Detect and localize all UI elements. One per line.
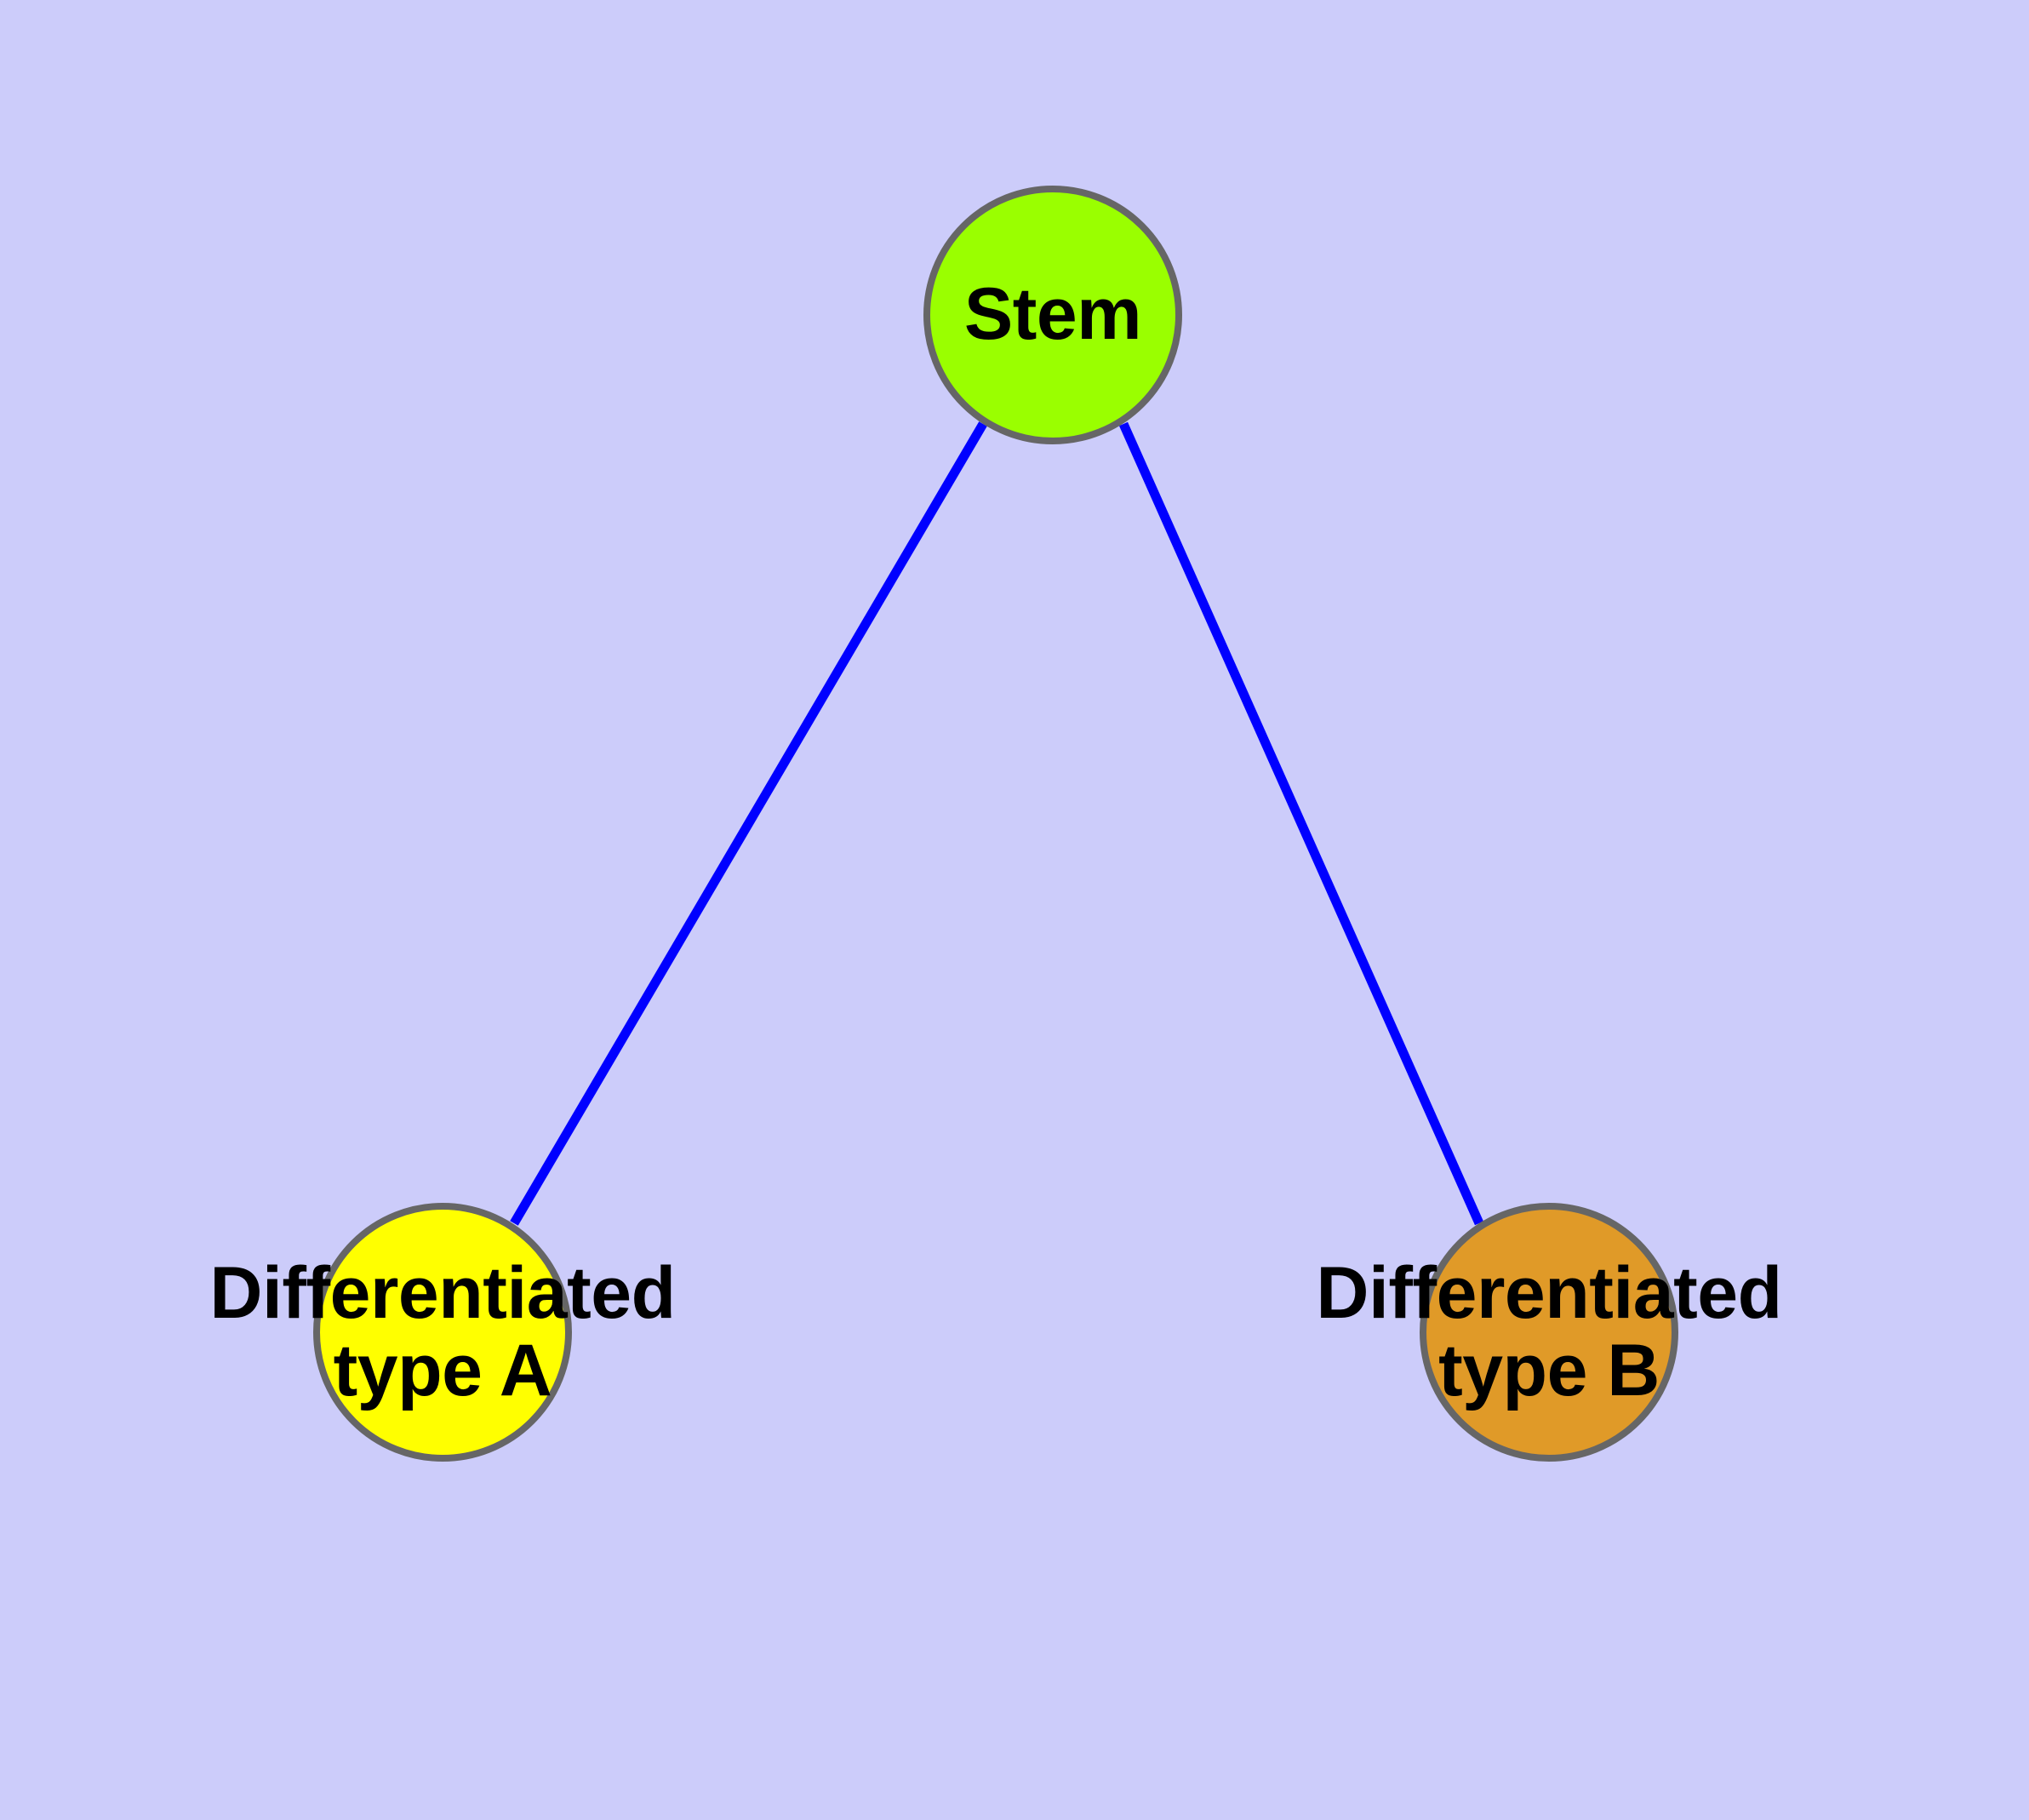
node-stem[interactable] xyxy=(923,186,1182,444)
edge-stem-to-differentiated-type-b xyxy=(1118,421,1484,1226)
node-differentiated-type-a[interactable] xyxy=(313,1203,572,1462)
edge-stem-to-differentiated-type-a xyxy=(510,421,987,1226)
node-differentiated-type-b[interactable] xyxy=(1420,1203,1678,1462)
